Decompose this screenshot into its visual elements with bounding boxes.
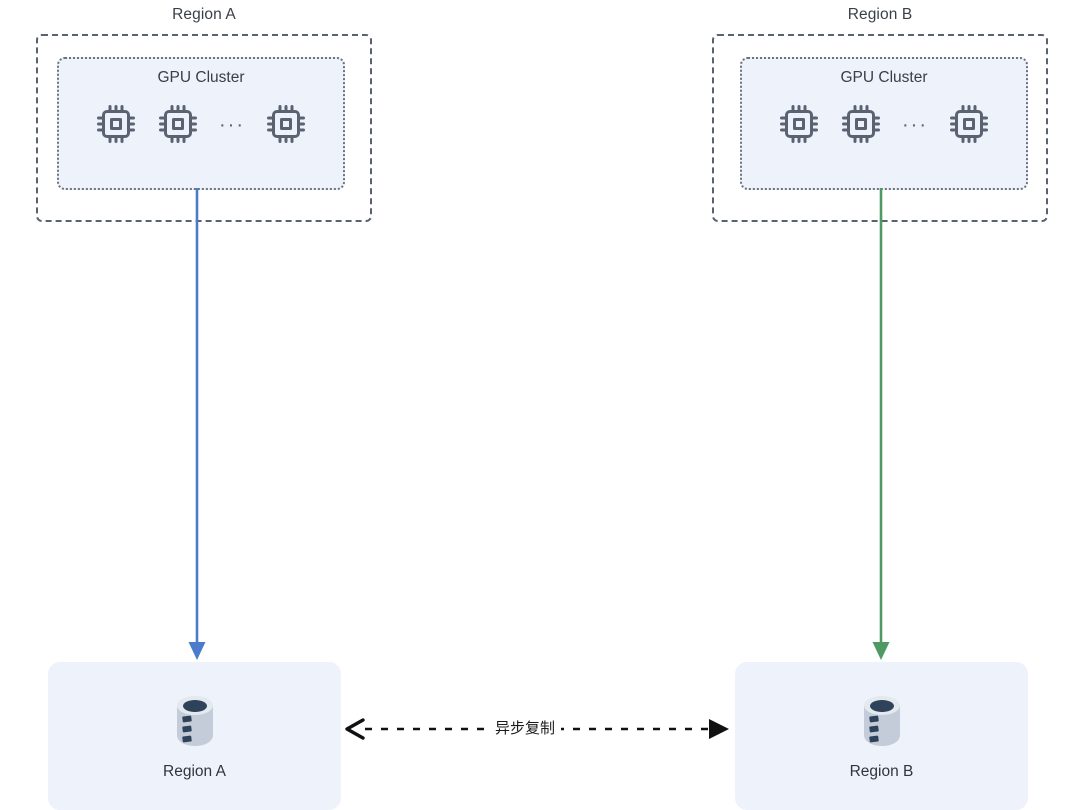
region-b-connector-arrow [870,188,892,663]
gpu-chip-icon [946,101,992,152]
region-b-storage-content: Region B [735,690,1028,781]
region-a-storage-content: Region A [48,690,341,781]
region-b-title: Region B [847,6,913,23]
replication-connector[interactable] [341,714,735,744]
region-a-connector-arrow [186,188,208,663]
region-b-chip-row: ··· [742,101,1026,152]
gpu-chip-icon [838,101,884,152]
gpu-chip-icon [93,101,139,152]
region-a-storage-panel[interactable]: Region A [48,662,341,810]
chip-ellipsis: ··· [219,113,245,136]
chip-ellipsis: ··· [902,113,928,136]
region-a-boundary [36,34,372,222]
region-b-gpu-cluster[interactable]: GPU Cluster [740,57,1028,190]
region-a-title: Region A [172,6,236,23]
region-a-chip-row: ··· [59,101,343,152]
region-a-gpu-cluster[interactable]: GPU Cluster [57,57,345,190]
region-b-storage-label: Region B [849,763,914,780]
region-a-gpu-cluster-label: GPU Cluster [157,69,245,86]
region-b-storage-panel[interactable]: Region B [735,662,1028,810]
database-cylinder-icon [166,690,224,757]
region-b-gpu-cluster-label: GPU Cluster [840,69,928,86]
region-a-storage-label: Region A [163,763,226,780]
gpu-chip-icon [263,101,309,152]
replication-label: 异步复制 [489,719,562,739]
gpu-chip-icon [776,101,822,152]
gpu-chip-icon [155,101,201,152]
database-cylinder-icon [853,690,911,757]
